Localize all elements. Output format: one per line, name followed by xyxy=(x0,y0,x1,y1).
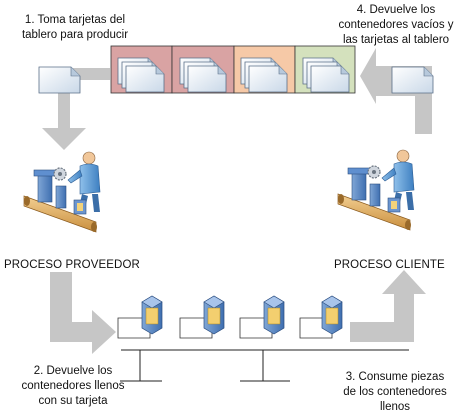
kanban-card-icon xyxy=(391,66,434,94)
step-2-label: 2. Devuelve los contenedores llenos con … xyxy=(21,365,125,407)
containers-line xyxy=(117,295,409,382)
full-container-icon xyxy=(321,295,343,335)
full-container-icon xyxy=(203,295,225,335)
step-3-label: 3. Consume piezas de los contenedores ll… xyxy=(343,371,447,413)
step-4-label: 4. Devuelve los contenedores vacíos y la… xyxy=(338,4,454,46)
kanban-card-icon xyxy=(38,66,81,94)
full-container-icon xyxy=(263,295,285,335)
arrow-supplier-to-containers xyxy=(50,272,116,354)
step-1-label: 1. Toma tarjetas del tablero para produc… xyxy=(21,14,129,41)
arrow-containers-to-customer xyxy=(350,270,426,342)
full-container-icon xyxy=(141,295,163,335)
kanban-board-icon xyxy=(110,45,356,94)
supplier-process-label: PROCESO PROVEEDOR xyxy=(4,259,140,271)
supplier-worker-icon xyxy=(23,151,101,233)
customer-worker-icon xyxy=(337,149,415,231)
customer-process-label: PROCESO CLIENTE xyxy=(334,259,445,271)
